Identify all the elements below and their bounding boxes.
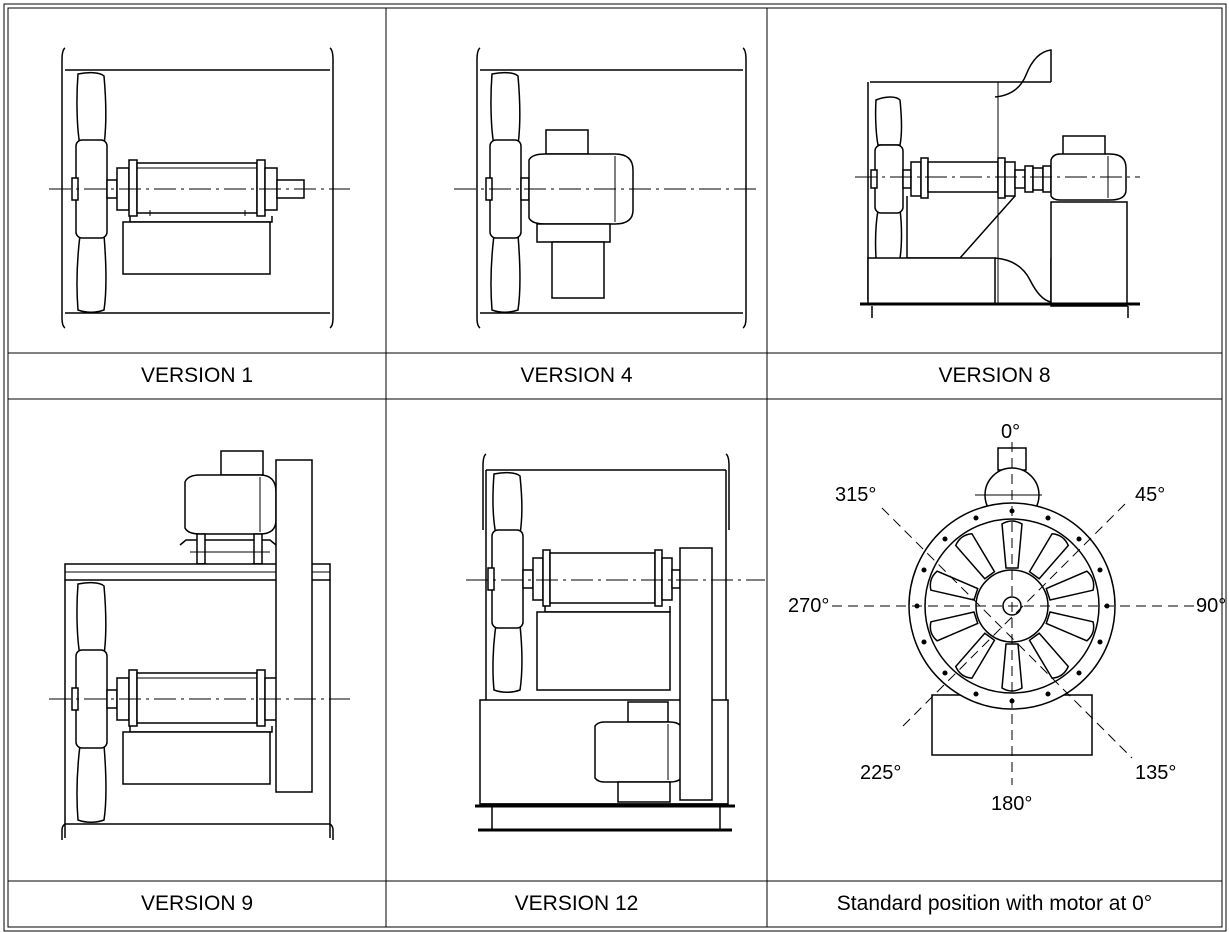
angle-135-label: 135° bbox=[1135, 762, 1177, 784]
angle-270-label: 270° bbox=[788, 595, 830, 617]
version-4-drawing bbox=[454, 47, 760, 329]
angle-225-label: 225° bbox=[860, 762, 902, 784]
angle-0-label: 0° bbox=[1001, 421, 1021, 443]
caption-version-12: VERSION 12 bbox=[514, 892, 639, 915]
version-12-drawing bbox=[466, 453, 765, 832]
caption-version-8: VERSION 8 bbox=[938, 364, 1051, 387]
caption-version-9: VERSION 9 bbox=[140, 892, 254, 915]
version-1-drawing bbox=[49, 47, 350, 329]
angle-180-label: 180° bbox=[991, 793, 1033, 815]
table-grid bbox=[3, 3, 1227, 932]
version-9-drawing bbox=[49, 450, 350, 840]
standard-position-drawing bbox=[832, 442, 1200, 785]
caption-version-4: VERSION 4 bbox=[520, 364, 633, 387]
angle-315-label: 315° bbox=[835, 484, 877, 506]
angle-90-label: 90° bbox=[1196, 595, 1227, 617]
caption-version-1: VERSION 1 bbox=[140, 364, 254, 387]
caption-standard-position: Standard position with motor at 0° bbox=[836, 892, 1153, 915]
version-8-drawing bbox=[855, 49, 1140, 318]
angle-45-label: 45° bbox=[1135, 484, 1166, 506]
